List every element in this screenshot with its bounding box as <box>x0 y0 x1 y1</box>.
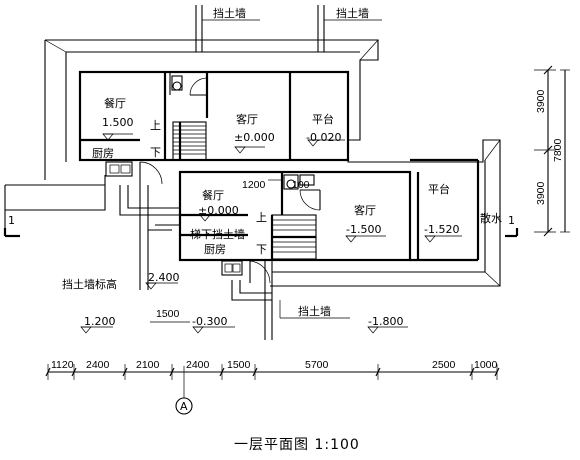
upper-unit-walls <box>78 70 350 162</box>
room-dining-lower: 餐厅 <box>202 188 224 202</box>
room-labels: 餐厅 客厅 平台 厨房 餐厅 客厅 平台 厨房 梯下挡土墙 散水 挡土墙标高 <box>62 96 502 291</box>
level-values: 1.500 ±0.000 -0.020 ±0.000 -1.500 -1.520… <box>84 116 459 328</box>
level-living-upper: ±0.000 <box>234 131 275 144</box>
retaining-wall-label-top-right: 挡土墙 <box>336 6 369 20</box>
lower-stair <box>270 214 317 260</box>
upper-kitchen-counter <box>105 161 163 185</box>
level-wall-top: 2.400 <box>148 271 180 284</box>
retaining-wall-labels: 挡土墙 挡土墙 挡土墙 <box>213 6 369 318</box>
level-living-lower: -1.500 <box>346 223 381 236</box>
section-mark-labels: 1 1 <box>8 214 515 227</box>
bottom-dim-6: 2500 <box>432 359 456 371</box>
level-terrace-upper: -0.020 <box>306 131 341 144</box>
bottom-dimension-line <box>45 364 500 398</box>
section-marks <box>3 228 519 238</box>
bottom-dim-7: 1000 <box>474 359 498 371</box>
room-kitchen-upper: 厨房 <box>92 147 114 160</box>
bottom-dim-3: 2400 <box>186 359 210 371</box>
level-ground-left: 1.200 <box>84 315 116 328</box>
drainage-label: 散水 <box>480 211 502 225</box>
inner-dimensions: 1200 100 1500 <box>156 179 310 320</box>
room-dining-upper: 餐厅 <box>104 96 126 110</box>
level-ground-right: -1.800 <box>368 315 403 328</box>
room-terrace-lower: 平台 <box>428 182 450 196</box>
retaining-wall-height-label: 挡土墙标高 <box>62 277 117 291</box>
room-living-upper: 客厅 <box>236 112 258 126</box>
room-terrace-upper: 平台 <box>312 112 334 126</box>
right-dimension-line <box>534 65 570 237</box>
section-mark-right: 1 <box>508 214 515 227</box>
under-stair-wall-label: 梯下挡土墙 <box>190 227 245 241</box>
left-terrace <box>4 175 106 228</box>
right-dim-upper: 3900 <box>535 89 547 113</box>
level-markers <box>80 133 462 334</box>
upper-stair <box>172 121 207 161</box>
section-mark-left: 1 <box>8 214 15 227</box>
stair-up-upper: 上 <box>150 119 161 132</box>
level-ground-mid: -0.300 <box>192 315 227 328</box>
connecting-walls <box>119 185 273 340</box>
stair-down-upper: 下 <box>150 146 161 159</box>
drawing-caption: 一层平面图 1:100 <box>234 437 360 453</box>
axis-label: A <box>180 400 188 413</box>
lower-kitchen-counter <box>221 260 271 284</box>
room-living-lower: 客厅 <box>354 203 376 217</box>
stair-labels: 上 下 上 下 <box>150 119 267 256</box>
retaining-wall-label-top-left: 挡土墙 <box>213 6 246 20</box>
inner-dim-a: 1200 <box>242 179 266 191</box>
stair-down-lower: 下 <box>256 243 267 256</box>
right-dim-total: 7800 <box>552 138 564 162</box>
axis-bubble <box>175 397 193 415</box>
bottom-dim-2: 2100 <box>136 359 160 371</box>
bottom-dim-5: 5700 <box>305 359 329 371</box>
right-dim-lower: 3900 <box>535 181 547 205</box>
level-dining-upper: 1.500 <box>102 116 134 129</box>
retaining-wall-label-bottom: 挡土墙 <box>298 304 331 318</box>
level-terrace-lower: -1.520 <box>424 223 459 236</box>
right-dimension-values: 3900 7800 3900 <box>535 89 564 205</box>
stair-up-lower: 上 <box>256 211 267 224</box>
bottom-dim-1: 2400 <box>86 359 110 371</box>
retaining-walls-top <box>195 5 325 52</box>
bottom-dim-0: 1120 <box>51 359 74 371</box>
inner-dim-b: 100 <box>292 179 310 191</box>
bottom-dim-4: 1500 <box>227 359 251 371</box>
inner-dim-c: 1500 <box>156 308 180 320</box>
bottom-dimension-values: 1120 2400 2100 2400 1500 5700 2500 1000 <box>51 359 498 371</box>
room-kitchen-lower: 厨房 <box>204 243 226 256</box>
level-dining-lower: ±0.000 <box>198 204 239 217</box>
leader-lines <box>150 19 382 323</box>
